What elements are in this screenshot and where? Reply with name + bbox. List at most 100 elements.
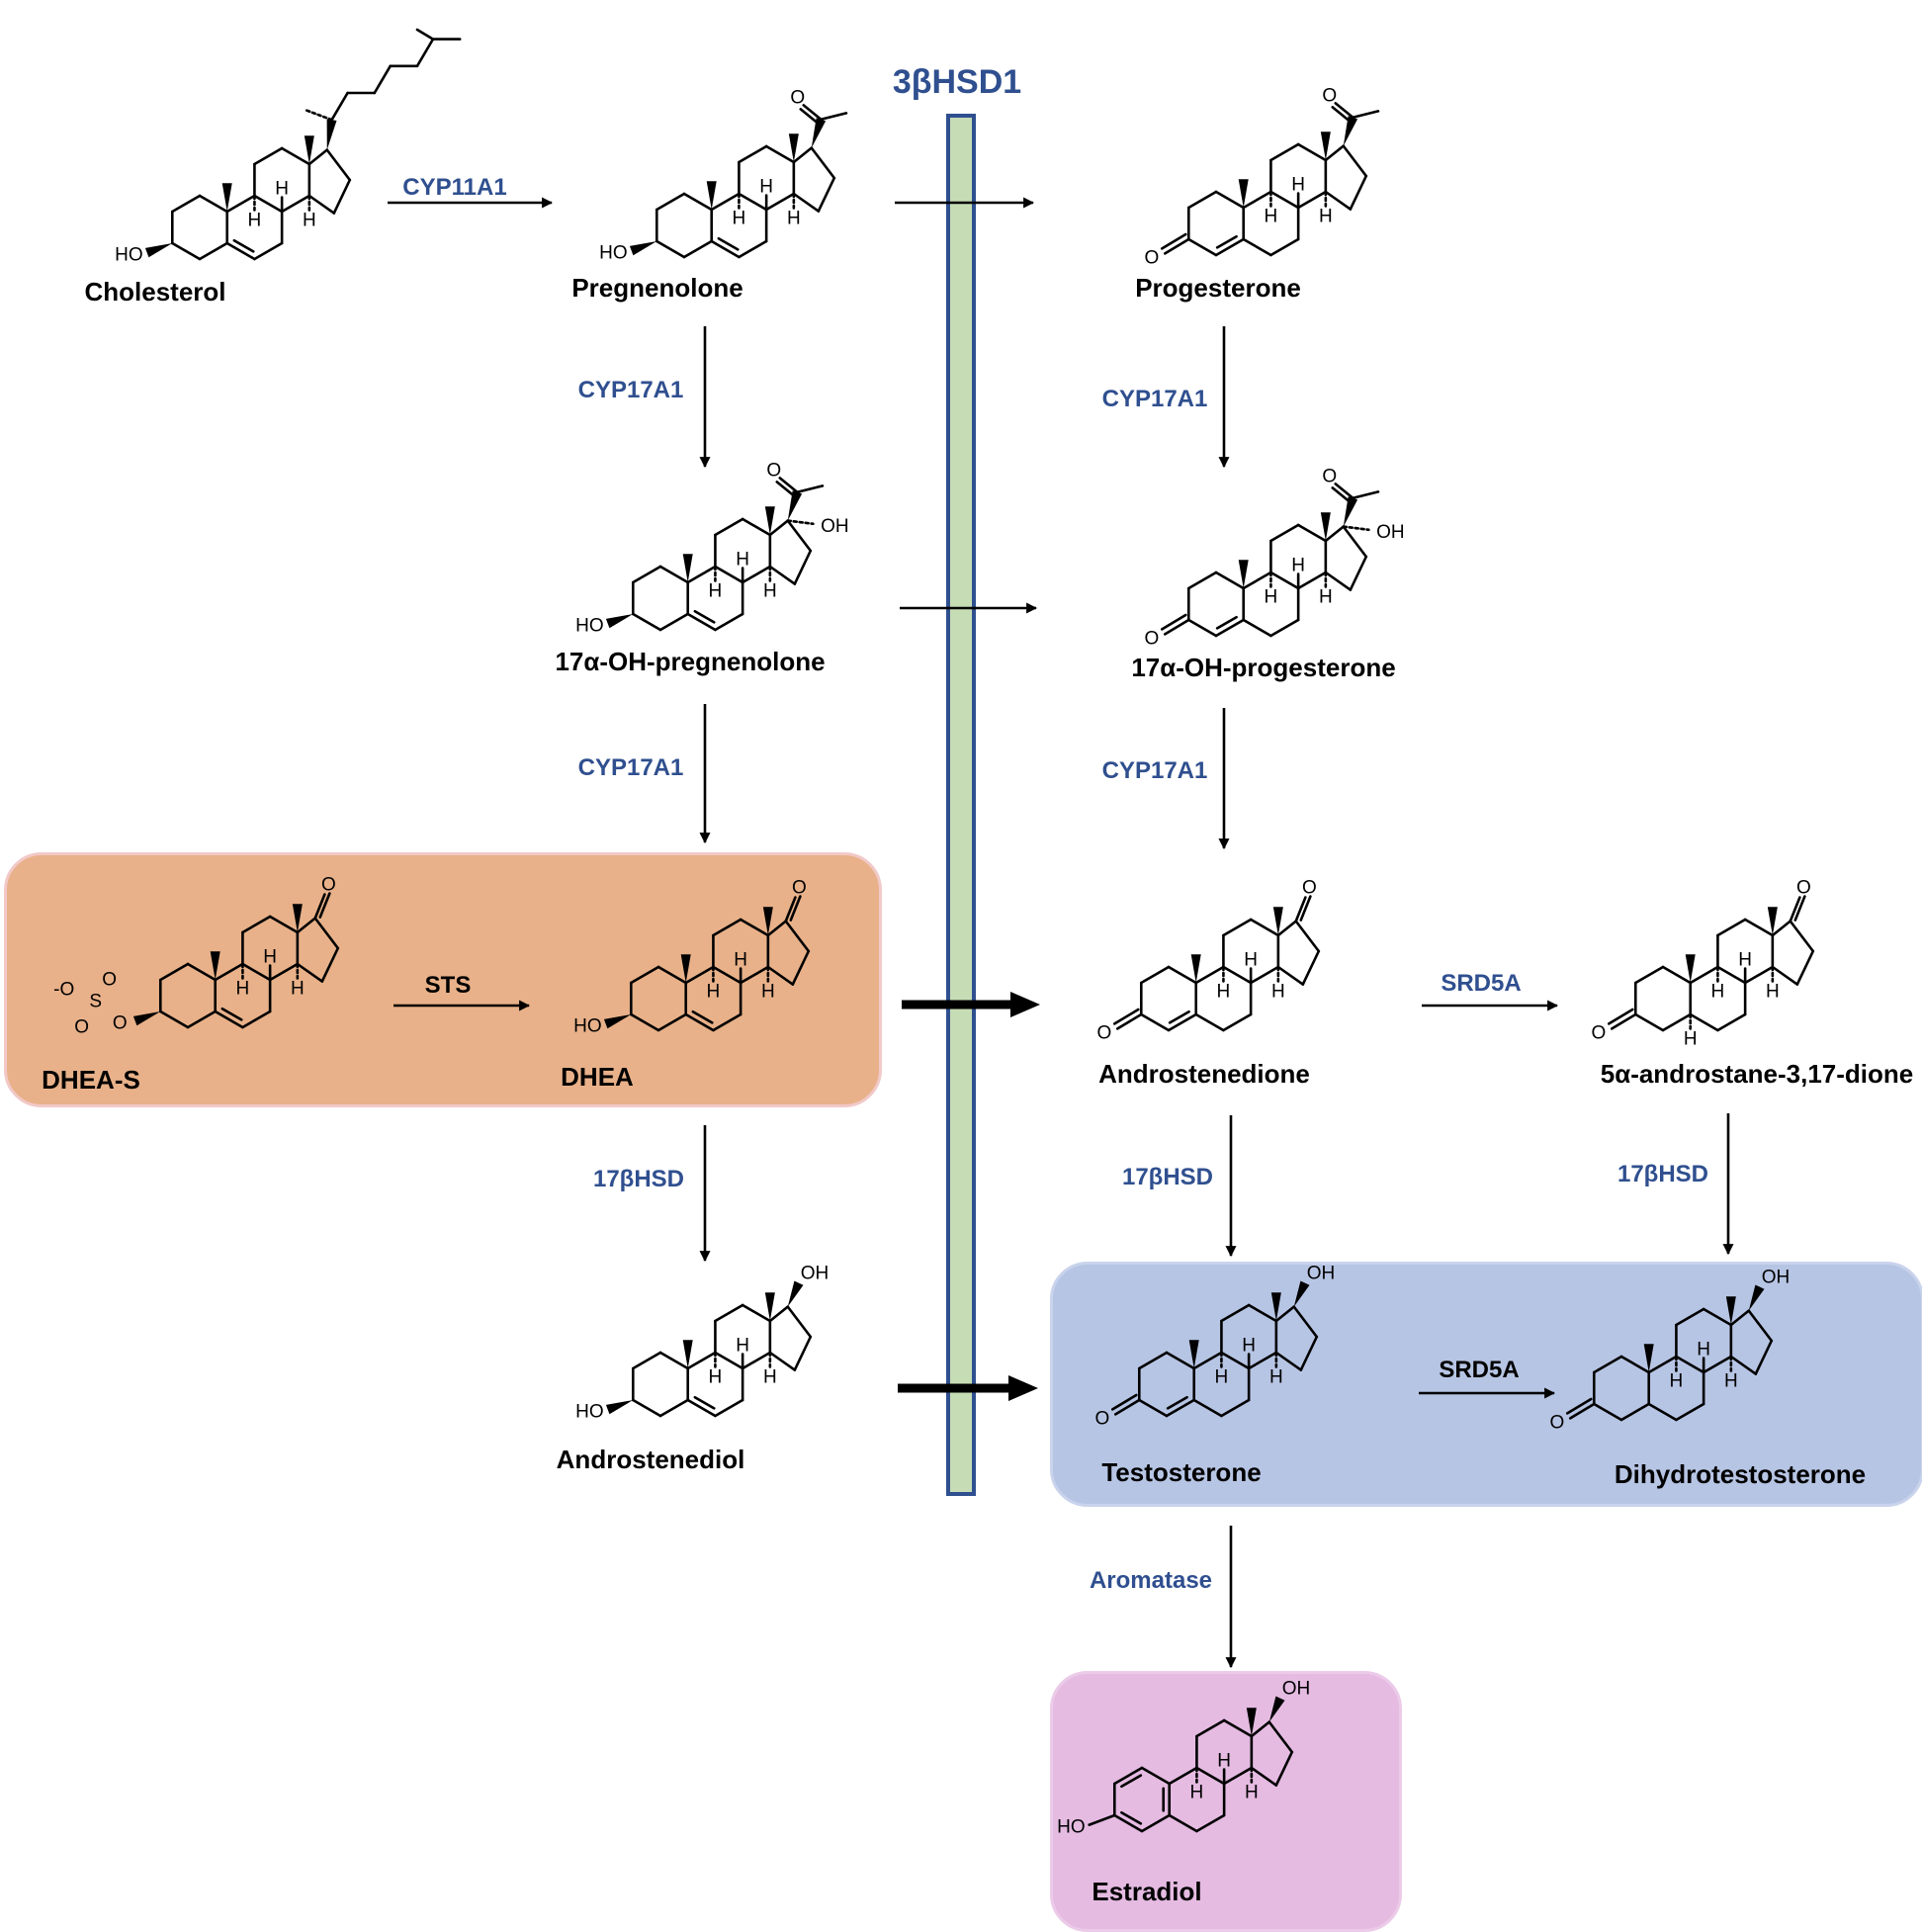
label-dhea: DHEA bbox=[561, 1062, 634, 1092]
enzyme-17bhsd-3: 17βHSD bbox=[1617, 1161, 1708, 1187]
hydroxyl-group: HO bbox=[1057, 1817, 1086, 1838]
hydrogen-atom: H bbox=[1244, 949, 1258, 970]
sulfur-atom: S bbox=[89, 992, 102, 1012]
hydrogen-atom: H bbox=[1670, 1370, 1684, 1391]
arrow-dhea-androstenedione-head bbox=[1010, 992, 1040, 1017]
label-dihydrotestosterone: Dihydrotestosterone bbox=[1615, 1459, 1866, 1489]
label-androstenediol: Androstenediol bbox=[557, 1445, 745, 1474]
ketone-oxygen: O bbox=[790, 87, 805, 108]
ketone-oxygen: O bbox=[1796, 878, 1811, 899]
hydrogen-atom: H bbox=[263, 946, 277, 967]
ketone-oxygen: O bbox=[1095, 1408, 1110, 1429]
hydrogen-atom: H bbox=[733, 208, 746, 228]
hydrogen-atom: H bbox=[734, 949, 747, 970]
label-dheas: DHEA-S bbox=[42, 1065, 140, 1095]
hydrogen-atom: H bbox=[1217, 1750, 1231, 1771]
sulfate-oxygen: O bbox=[74, 1017, 89, 1038]
label-androstenedione: Androstenedione bbox=[1098, 1059, 1310, 1089]
hydrogen-atom: H bbox=[1271, 981, 1285, 1002]
hydrogen-atom: H bbox=[709, 1366, 723, 1387]
ketone-oxygen: O bbox=[1550, 1412, 1565, 1433]
ketone-oxygen: O bbox=[1322, 85, 1337, 106]
hydrogen-atom: H bbox=[1724, 1370, 1738, 1391]
ketone-oxygen: O bbox=[321, 875, 336, 896]
hydroxyl-group: HO bbox=[573, 1016, 602, 1037]
hydrogen-atom: H bbox=[1265, 206, 1278, 226]
hydrogen-atom: H bbox=[1319, 206, 1333, 226]
label-androstanedione: 5α-androstane-3,17-dione bbox=[1601, 1059, 1914, 1089]
label-cholesterol: Cholesterol bbox=[84, 277, 225, 307]
enzyme-cyp17a1-1: CYP17A1 bbox=[578, 377, 684, 403]
label-estradiol: Estradiol bbox=[1092, 1877, 1201, 1906]
hydrogen-atom: H bbox=[1190, 1782, 1204, 1802]
hydrogen-atom: H bbox=[248, 210, 262, 230]
hydrogen-atom: H bbox=[763, 1366, 777, 1387]
sulfate-oxygen: O bbox=[113, 1013, 128, 1034]
hydroxyl-group: HO bbox=[115, 245, 143, 266]
ketone-oxygen: O bbox=[1302, 878, 1317, 899]
label-pregnenolone: Pregnenolone bbox=[571, 273, 743, 303]
hydrogen-atom: H bbox=[291, 978, 305, 999]
sulfate-oxygen-anion: -O bbox=[53, 980, 74, 1001]
hydrogen-atom: H bbox=[759, 176, 773, 197]
ketone-oxygen: O bbox=[766, 460, 781, 481]
hydroxyl-group: HO bbox=[575, 1402, 604, 1423]
reaction-arrows bbox=[388, 197, 1734, 1669]
enzyme-17bhsd-1: 17βHSD bbox=[593, 1166, 684, 1192]
arrow-androstenediol-testosterone-head bbox=[1008, 1375, 1038, 1401]
hydrogen-atom: H bbox=[1217, 981, 1231, 1002]
hydrogen-atom: H bbox=[1242, 1335, 1256, 1356]
sulfate-oxygen: O bbox=[102, 970, 117, 991]
ketone-oxygen: O bbox=[792, 878, 807, 899]
ketone-oxygen: O bbox=[1592, 1022, 1607, 1043]
hydrogen-atom: H bbox=[1319, 586, 1333, 607]
enzyme-srd5a-1: SRD5A bbox=[1441, 970, 1521, 997]
enzyme-17bhsd-2: 17βHSD bbox=[1122, 1164, 1213, 1190]
hydroxyl-group: HO bbox=[599, 243, 628, 264]
hydrogen-atom: H bbox=[787, 208, 801, 228]
hydroxyl-group: OH bbox=[821, 516, 849, 537]
hydroxyl-group: OH bbox=[1762, 1268, 1791, 1288]
bar-label: 3βHSD1 bbox=[893, 63, 1021, 101]
label-17oh-progesterone: 17α-OH-progesterone bbox=[1131, 653, 1395, 682]
hydrogen-atom: H bbox=[1684, 1028, 1698, 1049]
hydrogen-atom: H bbox=[1711, 981, 1725, 1002]
enzyme-cyp11a1: CYP11A1 bbox=[402, 174, 506, 201]
enzyme-srd5a-2: SRD5A bbox=[1439, 1357, 1519, 1383]
ketone-oxygen: O bbox=[1322, 466, 1337, 486]
hydrogen-atom: H bbox=[1738, 949, 1752, 970]
hydroxyl-group: OH bbox=[1282, 1679, 1311, 1700]
hydrogen-atom: H bbox=[1245, 1782, 1259, 1802]
hydrogen-atom: H bbox=[707, 981, 721, 1002]
hydroxyl-group: OH bbox=[1307, 1264, 1336, 1284]
hydrogen-atom: H bbox=[1269, 1366, 1283, 1387]
label-progesterone: Progesterone bbox=[1135, 273, 1301, 303]
enzyme-cyp17a1-3: CYP17A1 bbox=[578, 754, 684, 781]
ketone-oxygen: O bbox=[1145, 628, 1160, 649]
hydrogen-atom: H bbox=[1215, 1366, 1229, 1387]
hydroxyl-group: OH bbox=[1376, 522, 1405, 543]
hydrogen-atom: H bbox=[709, 580, 723, 601]
hydrogen-atom: H bbox=[236, 978, 250, 999]
hydroxyl-group: OH bbox=[801, 1264, 830, 1284]
hydrogen-atom: H bbox=[1265, 586, 1278, 607]
hydrogen-atom: H bbox=[1291, 174, 1305, 195]
enzyme-aromatase: Aromatase bbox=[1090, 1567, 1212, 1594]
enzyme-cyp17a1-2: CYP17A1 bbox=[1102, 386, 1208, 412]
enzyme-cyp17a1-4: CYP17A1 bbox=[1102, 757, 1208, 784]
